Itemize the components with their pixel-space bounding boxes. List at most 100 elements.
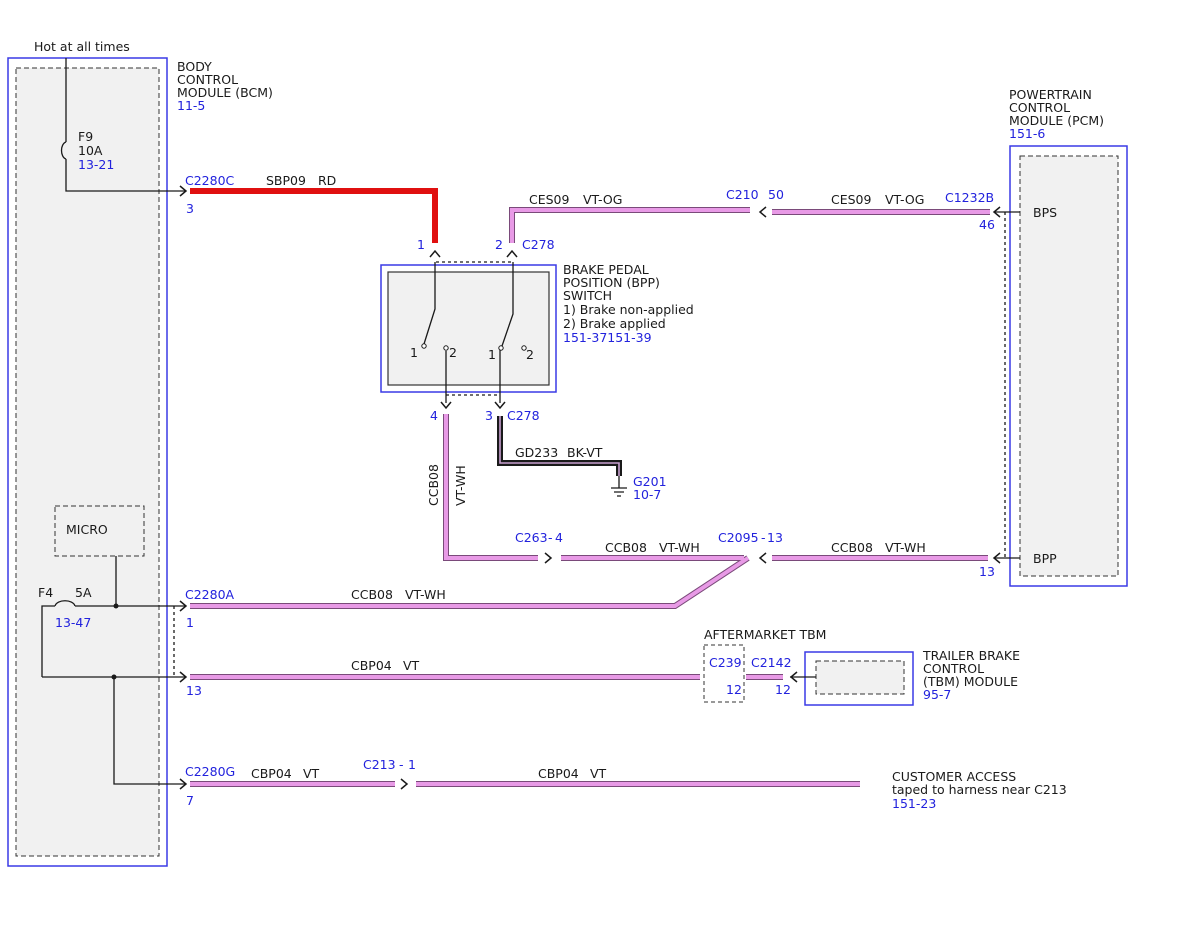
bpp-switch-b-line: [501, 262, 514, 347]
bpp-switch-inner: [387, 271, 550, 386]
tbm-label-line1: TRAILER BRAKE: [922, 648, 1020, 663]
pcm-ref: 151-6: [1009, 126, 1045, 141]
ces09-color-left: VT-OG: [583, 192, 622, 207]
ccb08-color-bcm: VT-WH: [405, 587, 446, 602]
bpp-contact-a2: [443, 345, 449, 351]
arrow-c1232b-bpp: [992, 552, 1001, 564]
bcm-label-line3: MODULE (BCM): [177, 85, 273, 100]
arrow-c2280c: [179, 185, 188, 197]
c2142-pin: 12: [775, 682, 791, 697]
c2280c-label: C2280C: [185, 173, 235, 188]
c1232b-pin-bps: 46: [979, 217, 995, 232]
ccb08-color-vertical: VT-WH: [453, 465, 468, 506]
pcm-label-line2: CONTROL: [1009, 100, 1070, 115]
c263-pin: 4: [555, 530, 563, 545]
ccb08-code-middle: CCB08: [605, 540, 647, 555]
ground-symbol: [611, 476, 627, 497]
bcm-module-inner: [15, 67, 160, 857]
micro-label: MICRO: [66, 522, 108, 537]
ccb08-code-vertical: CCB08: [426, 464, 441, 506]
cbp04-code-right: CBP04: [538, 766, 579, 781]
bpp-contact-a1-label: 1: [410, 345, 418, 360]
ccb08-code-bcm: CCB08: [351, 587, 393, 602]
pcm-pin-bps: BPS: [1033, 205, 1057, 220]
c239-label: C239: [709, 655, 742, 670]
f9-ref: 13-21: [78, 157, 114, 172]
bcm-label-line2: CONTROL: [177, 72, 238, 87]
ces09-code-right: CES09: [831, 192, 872, 207]
wire-ces09-vt-og-left: [510, 208, 750, 243]
c278-pin-3: 3: [485, 408, 493, 423]
c2280g-label: C2280G: [185, 764, 235, 779]
c210-pin: 50: [768, 187, 784, 202]
f4-fuse-symbol: [54, 600, 76, 607]
arrow-c2280a-1: [179, 600, 188, 612]
pcm-pin-bpp: BPP: [1033, 551, 1057, 566]
c2095-pin: 13: [767, 530, 783, 545]
c263-label: C263: [515, 530, 548, 545]
bpp-label-line3: SWITCH: [563, 288, 612, 303]
ground-ref: 10-7: [633, 487, 661, 502]
pcm-label-line1: POWERTRAIN: [1009, 87, 1092, 102]
customer-access-line2: taped to harness near C213: [892, 782, 1067, 797]
sbp09-color: RD: [318, 173, 336, 188]
bpp-contact-b1: [498, 345, 504, 351]
micro-junction-dot: [113, 603, 119, 609]
arrow-c2280g: [179, 778, 188, 790]
c2280g-pin: 7: [186, 793, 194, 808]
bpp-state-1: 1) Brake non-applied: [563, 302, 694, 317]
c2142-label: C2142: [751, 655, 792, 670]
cbp04-code-tbm: CBP04: [351, 658, 392, 673]
ces09-code-left: CES09: [529, 192, 570, 207]
hot-at-all-times-label: Hot at all times: [34, 39, 130, 54]
c2280a-pin-13: 13: [186, 683, 202, 698]
c1232b-pin-bpp: 13: [979, 564, 995, 579]
arrow-c278-2: [506, 249, 518, 258]
c278-label-bottom: C278: [507, 408, 540, 423]
bpp-ref: 151-37151-39: [563, 330, 652, 345]
cbp04-code-left: CBP04: [251, 766, 292, 781]
micro-box: [54, 505, 145, 557]
pcm-module-inner: [1019, 155, 1119, 577]
tbm-ref: 95-7: [923, 687, 951, 702]
f9-feed-line: [65, 58, 185, 192]
tbm-module-inner: [815, 660, 905, 695]
c278-pin-1: 1: [417, 237, 425, 252]
c2280a-pin-1: 1: [186, 615, 194, 630]
bpp-state-2: 2) Brake applied: [563, 316, 666, 331]
sbp09-code: SBP09: [266, 173, 306, 188]
bcm-output-7-line: [113, 677, 185, 785]
bpp-label-line1: BRAKE PEDAL: [563, 262, 649, 277]
cbp04-color-tbm: VT: [403, 658, 420, 673]
c239-pin: 12: [726, 682, 742, 697]
c278-label-top: C278: [522, 237, 555, 252]
arrow-c1232b-bps: [992, 206, 1001, 218]
ground-name: G201: [633, 474, 667, 489]
bcm-junction-dot: [111, 674, 117, 680]
bpp-contact-b2: [521, 345, 527, 351]
wire-ccb08-vt-wh-vertical: [444, 414, 538, 560]
bcm-ref: 11-5: [177, 98, 205, 113]
gd233-color: BK-VT: [567, 445, 603, 460]
f9-fuse-symbol: [60, 141, 67, 160]
f9-name: F9: [78, 129, 93, 144]
arrow-c213: [400, 778, 409, 790]
customer-access-line1: CUSTOMER ACCESS: [892, 769, 1016, 784]
c1232b-label: C1232B: [945, 190, 994, 205]
tbm-label-line2: CONTROL: [923, 661, 984, 676]
arrow-c210: [758, 206, 767, 218]
wire-sbp09-rd: [190, 188, 438, 243]
c2280a-label: C2280A: [185, 587, 235, 602]
bpp-switch-a-line: [423, 262, 436, 345]
tbm-label-line3: (TBM) MODULE: [923, 674, 1018, 689]
gd233-code: GD233: [515, 445, 558, 460]
arrow-c278-1: [429, 249, 441, 258]
cbp04-color-left: VT: [303, 766, 320, 781]
bpp-label-line2: POSITION (BPP): [563, 275, 660, 290]
c2095-label: C2095: [718, 530, 759, 545]
c278-pin-4: 4: [430, 408, 438, 423]
f4-name: F4: [38, 585, 53, 600]
bpp-contact-b1-label: 1: [488, 347, 496, 362]
c2280c-pin: 3: [186, 201, 194, 216]
